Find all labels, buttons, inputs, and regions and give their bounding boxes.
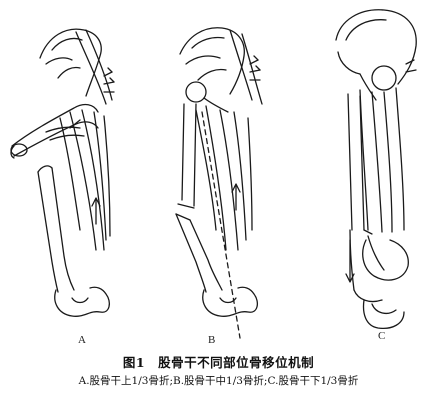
panel-label-a: A xyxy=(78,334,86,346)
panel-a-drawing xyxy=(11,29,114,316)
panel-label-b: B xyxy=(208,334,215,346)
panel-b-drawing xyxy=(176,28,262,338)
panel-c-drawing xyxy=(336,10,416,329)
figure-caption-subtitle: A.股骨干上1/3骨折;B.股骨干中1/3骨折;C.股骨干下1/3骨折 xyxy=(0,373,437,388)
figure-caption-title: 图1 股骨干不同部位骨移位机制 xyxy=(0,352,437,371)
panel-label-c: C xyxy=(378,330,385,342)
